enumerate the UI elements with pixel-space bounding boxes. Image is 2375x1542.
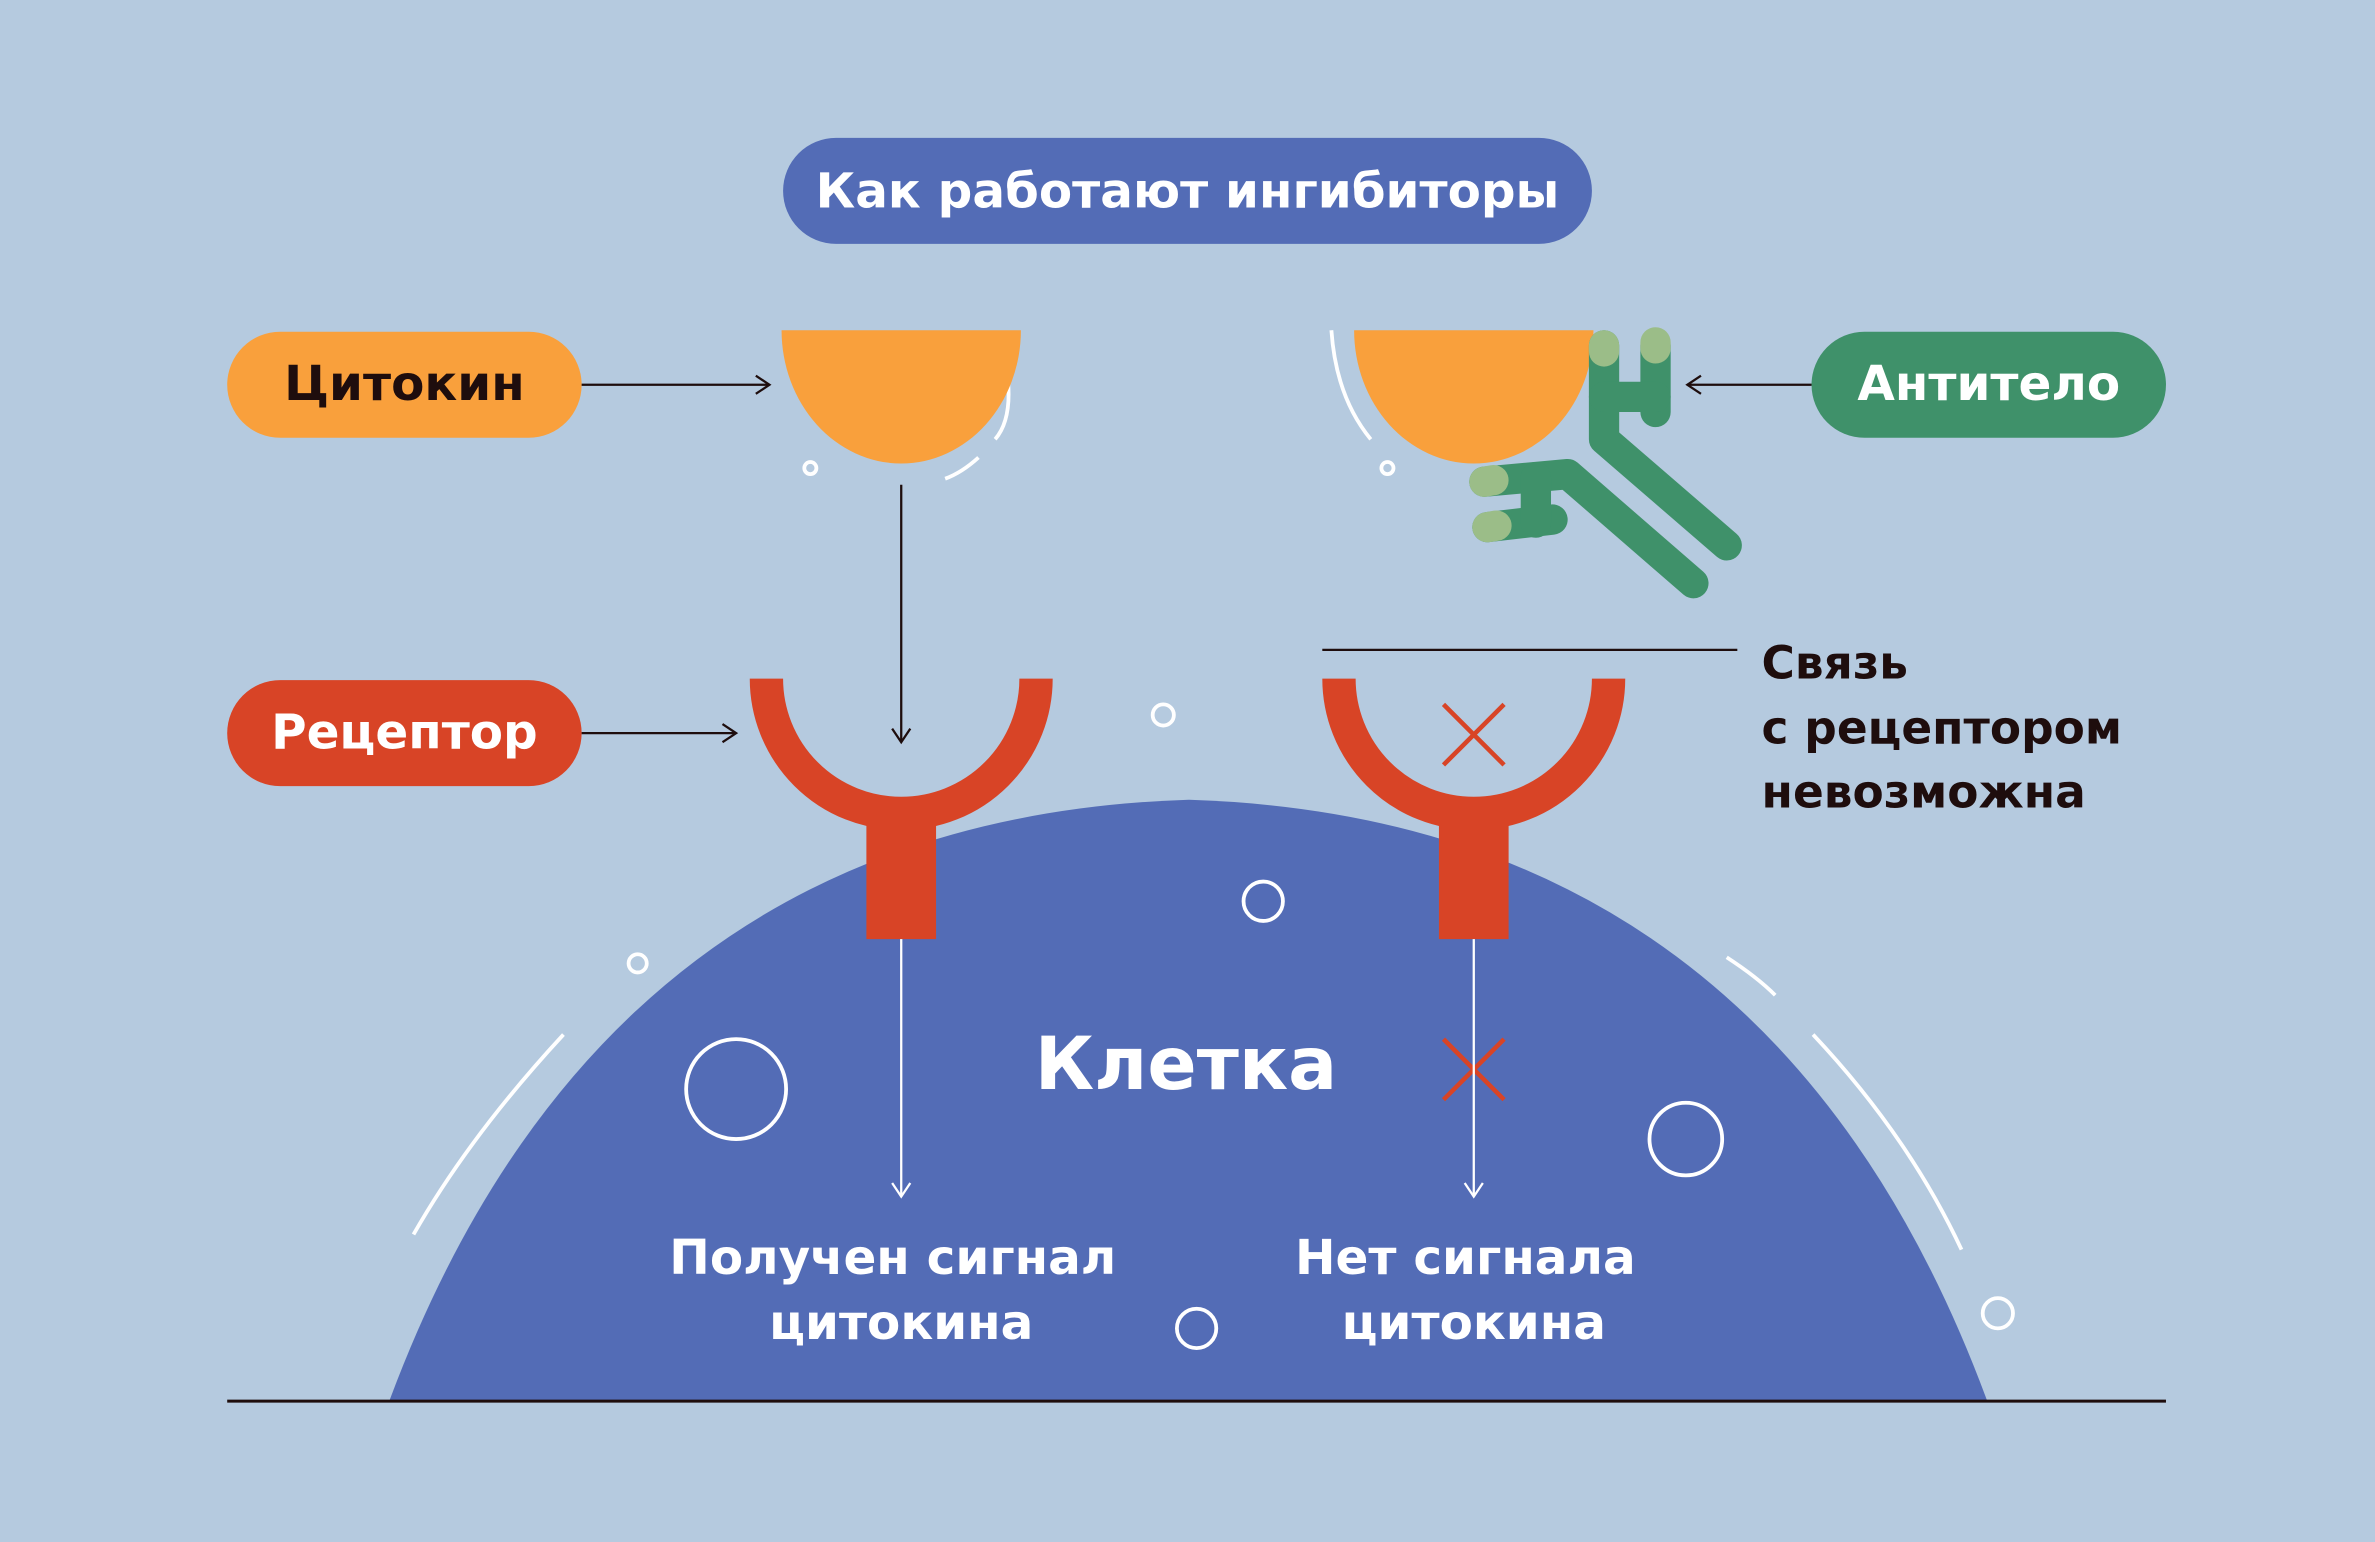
arrowhead-icon [755, 374, 772, 395]
cell [389, 799, 1988, 1402]
cytokine-right [1354, 330, 1594, 464]
cell-label: Клетка [1035, 1023, 1337, 1107]
svg-text:Рецептор: Рецептор [271, 704, 538, 760]
receptor-left [749, 678, 1053, 940]
arrowhead-icon [1685, 374, 1702, 395]
arrowhead-icon [891, 1182, 912, 1199]
page-title: Как работают ингибиторы [816, 164, 1560, 220]
receptor-right [1322, 678, 1626, 940]
antibody-label: Антитело [1811, 331, 2166, 438]
svg-text:Антитело: Антитело [1857, 356, 2120, 412]
no-signal-text: Нет сигнала цитокина [1295, 1230, 1653, 1351]
receptor-label: Рецептор [227, 680, 582, 787]
arrowhead-icon [891, 727, 912, 745]
signal-received-text: Получен сигнал цитокина [669, 1230, 1133, 1351]
cross-icon [1441, 702, 1506, 767]
title-pill: Как работают ингибиторы [783, 137, 1592, 244]
cytokine-left [781, 330, 1021, 464]
antibody-icon [1469, 327, 1742, 599]
arrowhead-icon [721, 723, 739, 744]
arrowhead-icon [1463, 1182, 1484, 1199]
svg-text:Цитокин: Цитокин [284, 356, 525, 412]
no-binding-text: Связь с рецептором невозможна [1762, 637, 2138, 819]
cytokine-label: Цитокин [227, 331, 582, 438]
decorations [411, 330, 2015, 1350]
